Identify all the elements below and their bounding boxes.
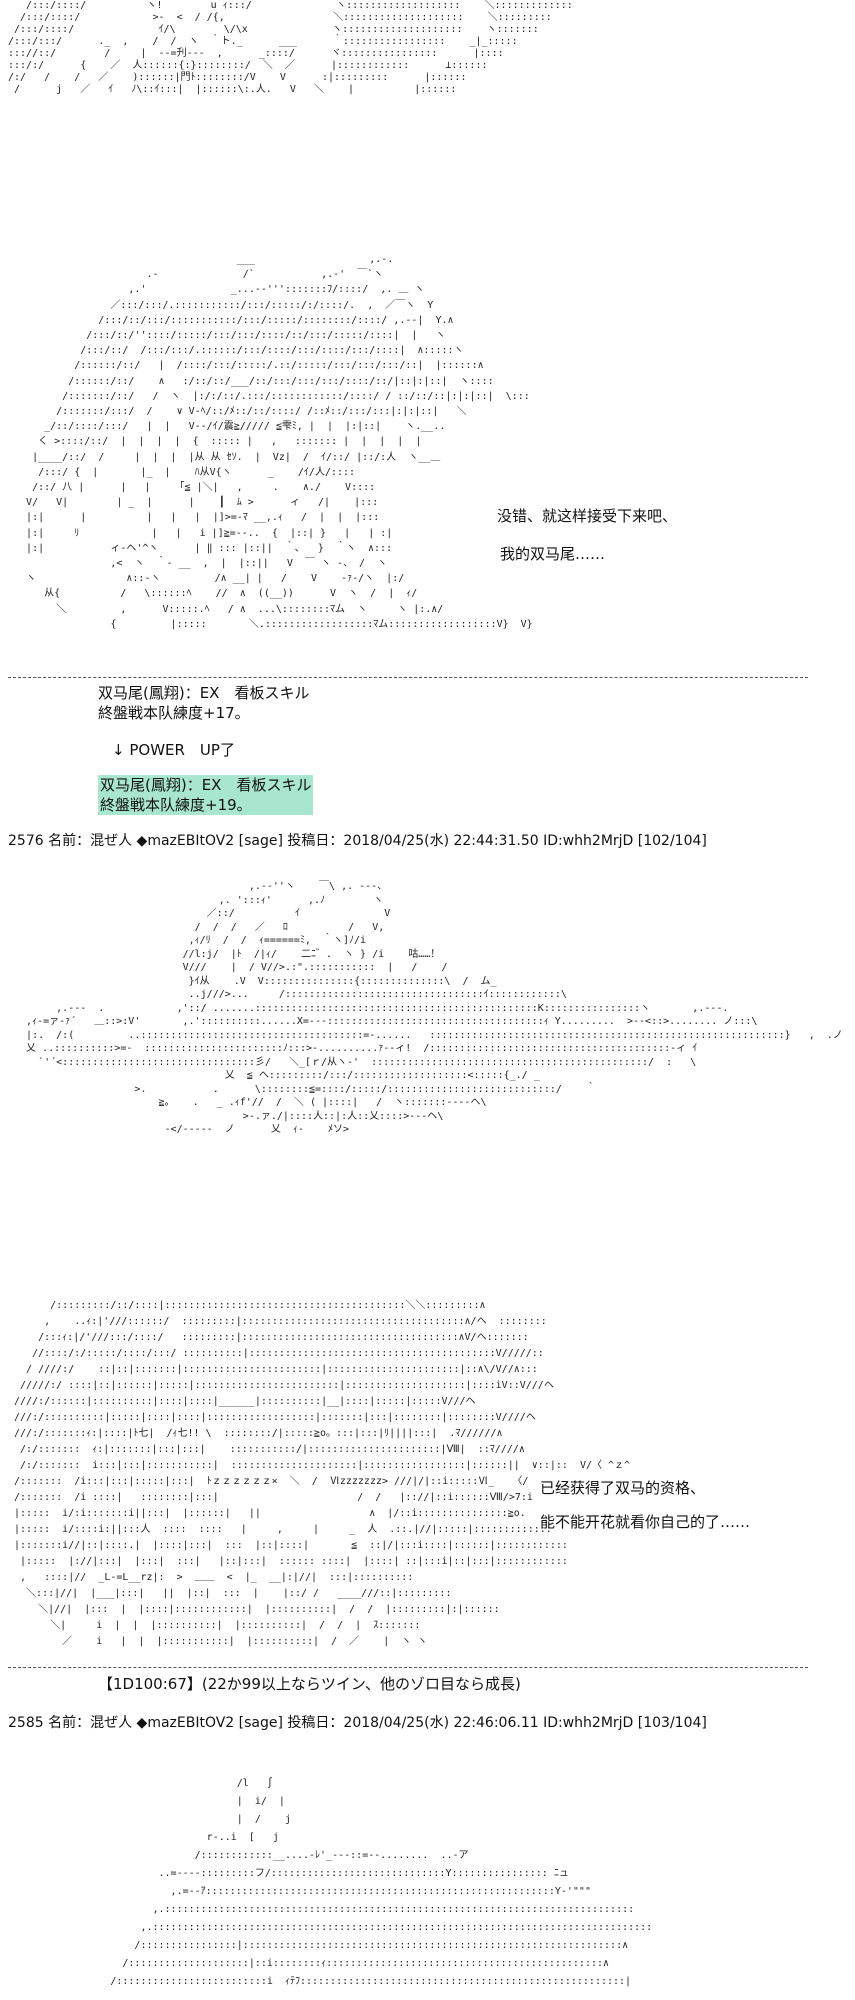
poster-trip: ◆mazEBItOV2 bbox=[136, 1715, 235, 1731]
post-number: 2585 bbox=[8, 1715, 44, 1731]
highlight-box: 双马尾(鳳翔)：EX 看板スキル 終盤戦本队練度+19。 bbox=[98, 775, 314, 815]
post-name-label: 名前： bbox=[48, 833, 91, 849]
post-date: 2018/04/25(水) 22:44:31.50 bbox=[343, 833, 539, 849]
post-date-label: 投稿日： bbox=[287, 1715, 344, 1731]
poster-name: 混ぜ人 bbox=[90, 1715, 133, 1731]
narration-skill-line-4: 双马尾(鳳翔)：EX 看板スキル bbox=[100, 776, 312, 794]
narration-highlight-block: 双马尾(鳳翔)：EX 看板スキル 終盤戦本队練度+19。 bbox=[98, 775, 314, 815]
post-number: 2576 bbox=[8, 833, 44, 849]
speech-panel-2-line-2: 我的双马尾…… bbox=[500, 545, 606, 563]
sage-tag: [sage] bbox=[238, 833, 283, 849]
poster-id: ID:whh2MrjD bbox=[543, 833, 634, 849]
narration-skill-line-1: 双马尾(鳳翔)：EX 看板スキル bbox=[98, 684, 310, 702]
ascii-art-panel-3: ,.-‐''ヽ ￣\ ,. -‐-、 ,. ':::ｨ' ,.ﾉ ヽ ／::/ … bbox=[26, 881, 843, 1135]
post-name-label: 名前： bbox=[48, 1715, 91, 1731]
speech-panel-4-line-1: 已经获得了双马的资格、 bbox=[540, 1479, 706, 1497]
speech-panel-4-line-2: 能不能开花就看你自己的了…… bbox=[540, 1513, 751, 1531]
section-divider-1 bbox=[8, 677, 808, 678]
poster-trip: ◆mazEBItOV2 bbox=[136, 833, 235, 849]
post-date: 2018/04/25(水) 22:46:06.11 bbox=[343, 1715, 539, 1731]
poster-id: ID:whh2MrjD bbox=[543, 1715, 634, 1731]
ascii-art-panel-4: /:::::::::/::/::::|:::::::::::::::::::::… bbox=[14, 1300, 631, 1647]
ascii-art-panel-2: ___ ,.-. .- /` ,.-' ￣`ヽ ,.' _...-‐''':::… bbox=[26, 254, 533, 630]
narration-skill-line-5: 終盤戦本队練度+19。 bbox=[100, 796, 252, 814]
speech-panel-2-line-1: 没错、就这样接受下来吧、 bbox=[497, 507, 678, 525]
poster-name: 混ぜ人 bbox=[90, 833, 133, 849]
sage-tag: [sage] bbox=[238, 1715, 283, 1731]
post-count: [103/104] bbox=[637, 1715, 707, 1731]
post-date-label: 投稿日： bbox=[287, 833, 344, 849]
narration-power-up: ↓ POWER UP了 bbox=[112, 741, 235, 759]
section-divider-2 bbox=[8, 1667, 808, 1668]
narration-skill-line-2: 終盤戦本队練度+17。 bbox=[98, 704, 250, 722]
ascii-art-panel-5: /l ∫ | i/ | | / j r-..i [ j /:::::::::::… bbox=[110, 1778, 653, 1987]
post-count: [102/104] bbox=[637, 833, 707, 849]
ascii-art-panel-1: /:::/::::/ ヽ! u ｨ:::/ ヽ:::::::::::::::::… bbox=[8, 0, 573, 95]
post-header-2585: 2585 名前：混ぜ人 ◆mazEBItOV2 [sage] 投稿日：2018/… bbox=[8, 1714, 707, 1732]
post-header-2576: 2576 名前：混ぜ人 ◆mazEBItOV2 [sage] 投稿日：2018/… bbox=[8, 832, 707, 850]
narration-dice-roll: 【1D100:67】(22か99以上ならツイン、他のゾロ目なら成長) bbox=[98, 1675, 521, 1693]
